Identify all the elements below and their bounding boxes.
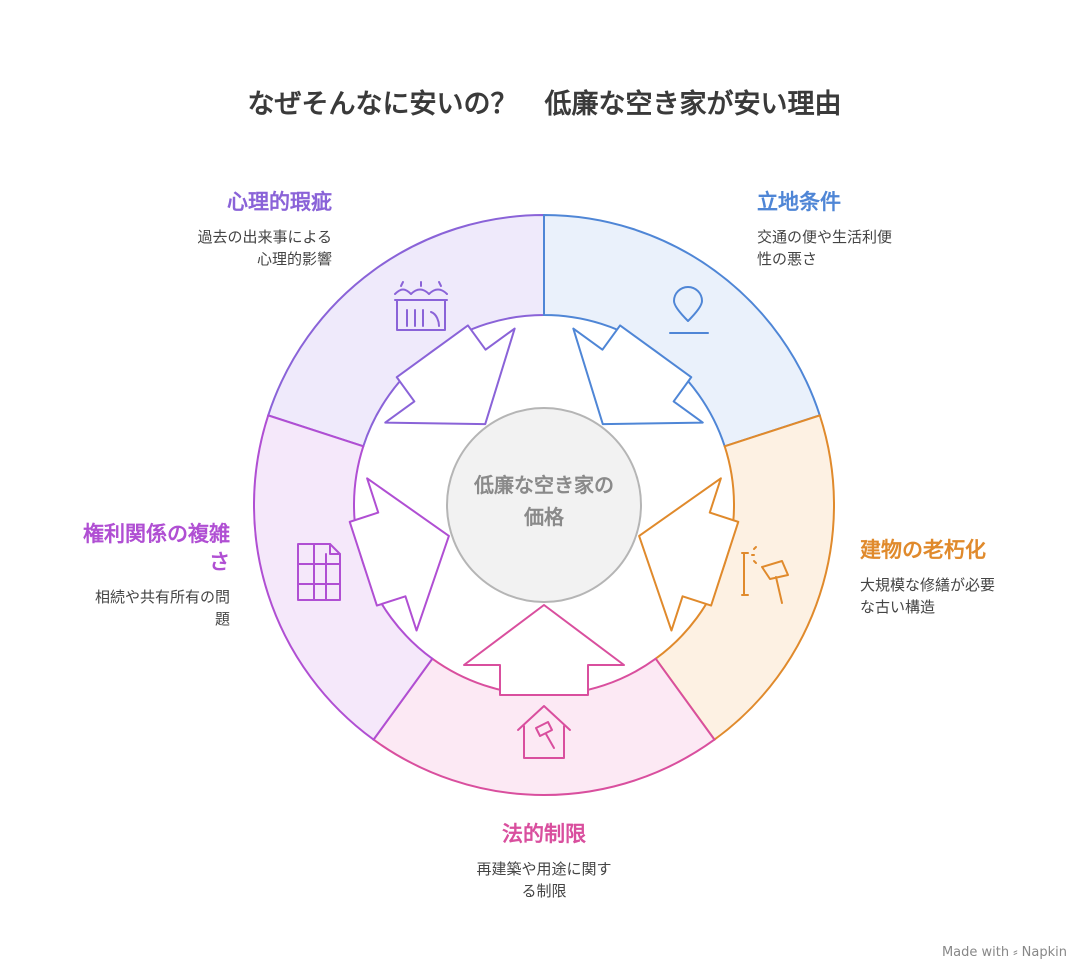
hammer-icon [741,546,789,604]
rights-heading: 権利関係の複雑 さ [30,520,230,576]
label-psych: 心理的瑕疵 過去の出来事による 心理的影響 [100,188,332,270]
psych-desc-line1: 過去の出来事による [197,228,332,246]
arrow-rights [348,477,450,632]
arrow-aging [638,477,740,632]
aging-desc-line1: 大規模な修繕が必要 [860,576,996,594]
psych-heading: 心理的瑕疵 [227,190,332,214]
haunted-house-icon [394,281,448,331]
rights-desc-line2: 題 [214,610,230,628]
legal-heading: 法的制限 [502,822,586,846]
arrow-legal [463,604,625,696]
location-heading: 立地条件 [757,190,841,214]
legal-desc-line2: る制限 [521,882,567,900]
aging-desc-line2: な古い構造 [860,598,936,616]
location-desc-line1: 交通の便や生活利便 [757,228,893,246]
label-legal: 法的制限 再建築や用途に関す る制限 [424,820,664,902]
rights-desc-line1: 相続や共有所有の問 [94,588,230,606]
house-gavel-icon [517,705,571,759]
center-circle [446,407,642,603]
location-desc-line2: 性の悪さ [757,250,818,268]
page-title: なぜそんなに安いの？ 低廉な空き家が安い理由 [247,89,842,120]
label-aging: 建物の老朽化 大規模な修繕が必要 な古い構造 [860,536,1060,618]
document-grid-icon [297,543,341,601]
rights-heading-line2: さ [209,550,230,574]
aging-heading: 建物の老朽化 [860,538,986,562]
label-rights: 権利関係の複雑 さ 相続や共有所有の問 題 [30,520,230,630]
psych-desc-line2: 心理的影響 [256,250,332,268]
legal-desc-line1: 再建築や用途に関す [476,860,612,878]
center-label-line1: 低廉な空き家の [473,473,614,497]
rights-desc: 相続や共有所有の問 題 [30,586,230,630]
map-pin-icon [669,286,709,334]
arrow-psych [384,324,516,426]
center-label-line2: 価格 [523,505,565,529]
location-desc: 交通の便や生活利便 性の悪さ [757,226,977,270]
footer-credit: Made with ⸗ Napkin [941,945,1067,960]
label-location: 立地条件 交通の便や生活利便 性の悪さ [757,188,977,270]
legal-desc: 再建築や用途に関す る制限 [424,858,664,902]
arrow-location [572,324,704,426]
psych-desc: 過去の出来事による 心理的影響 [100,226,332,270]
aging-desc: 大規模な修繕が必要 な古い構造 [860,574,1060,618]
rights-heading-line1: 権利関係の複雑 [83,522,230,546]
inward-arrows [348,324,740,696]
